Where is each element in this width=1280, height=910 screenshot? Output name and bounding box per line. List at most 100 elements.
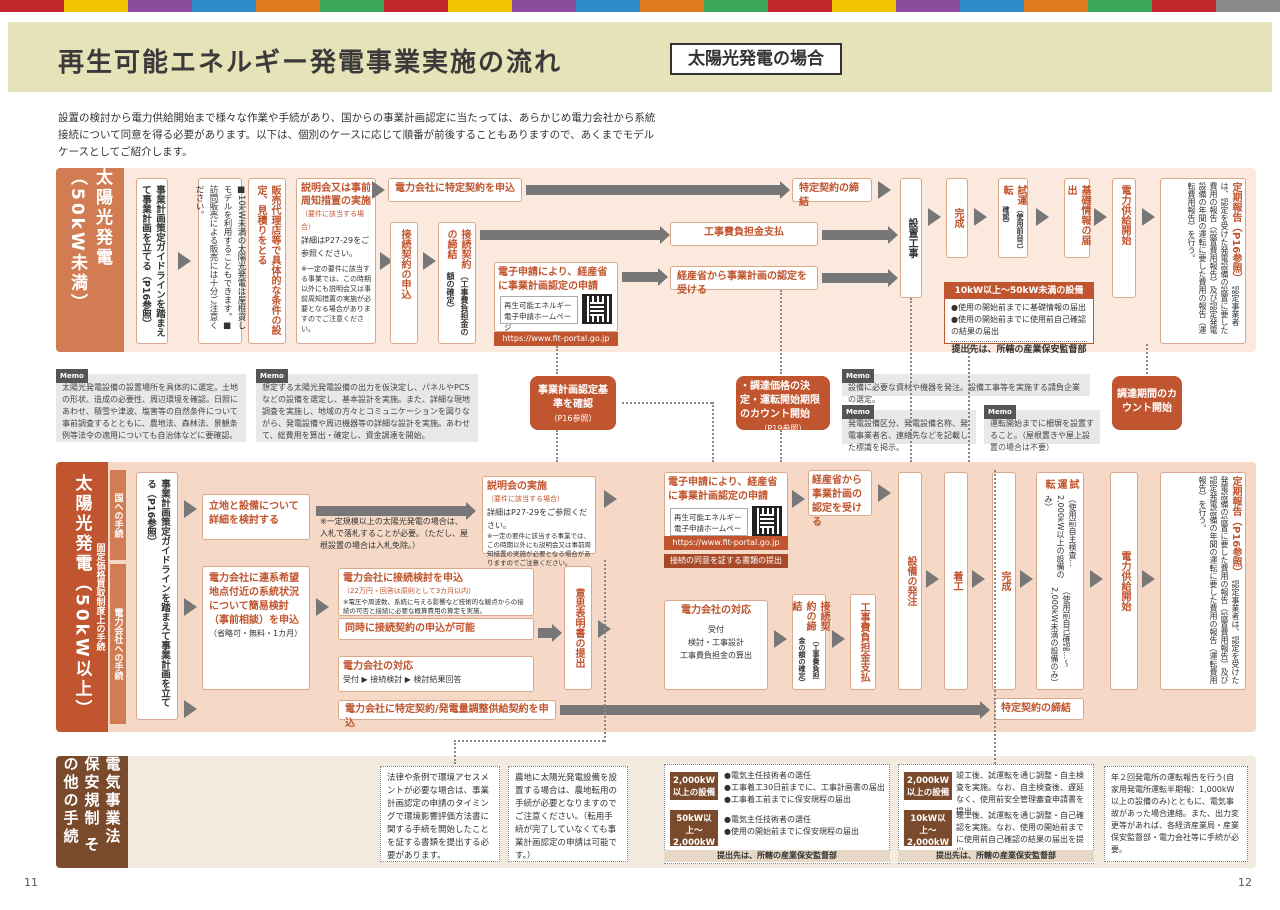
- long-arrow: [560, 701, 990, 719]
- basic-step-a: 基礎情報の届出: [1064, 178, 1090, 258]
- utility-label: 電力会社への手続: [110, 564, 126, 724]
- briefing-box-b: 説明会の実施 （要件に該当する場合） 詳細はP27-29をご参照ください。 ※一…: [482, 476, 596, 567]
- big-item-1: ●電気主任技術者の選任: [724, 771, 811, 780]
- arrow-icon: [928, 208, 941, 226]
- arrow-icon: [1036, 208, 1049, 226]
- portal-url-a[interactable]: https://www.fit-portal.go.jp: [494, 332, 618, 346]
- resp2-title: 電力会社の対応: [681, 605, 751, 616]
- dealer-step: 販売代理店等で具体的な条件の設定、見積りをとる: [248, 178, 286, 344]
- arrow-icon: [1020, 570, 1033, 588]
- order-step: 設備の発注: [898, 472, 922, 690]
- study-box: 電力会社に接続検討を申込 （22万円・回答は原則として3カ月以内） ※電圧や周波…: [338, 568, 534, 616]
- arrow-icon: [832, 630, 845, 648]
- short-arrow: [622, 268, 668, 286]
- note-head: 10kW以上〜50kW未満の設備: [945, 283, 1093, 299]
- case-tag: 太陽光発電の場合: [670, 43, 842, 75]
- page-number-right: 12: [1238, 876, 1252, 889]
- portal-label-b: 再生可能エネルギー電子申請ホームページ: [670, 508, 748, 544]
- resp2-box: 電力会社の対応 受付 検討・工事設計 工事費負担金の算出: [664, 600, 768, 690]
- color-segment: [192, 0, 256, 12]
- note-foot: 提出先は、所轄の産業保安監督部: [951, 341, 1087, 356]
- simul-step: 同時に接続契約の申込が可能: [338, 618, 534, 640]
- dotted-connector: [556, 346, 558, 374]
- color-segment: [576, 0, 640, 12]
- intro-text: 設置の検討から電力供給開始まで様々な作業や手続があり、国からの事業計画認定に当た…: [58, 112, 656, 158]
- color-segment: [0, 0, 64, 12]
- arrow-icon: [792, 490, 805, 508]
- portal-url-b[interactable]: https://www.fit-portal.go.jp: [664, 536, 788, 550]
- memo-design: Memo 想定する太陽光発電設備の出力を仮決定し、パネルやPCSなどの設備を選定…: [256, 369, 478, 442]
- qr-code-icon: [582, 294, 612, 324]
- briefing-ref-b: 詳細はP27-29をご参照ください。: [487, 508, 588, 530]
- color-segment: [1152, 0, 1216, 12]
- color-segment: [64, 0, 128, 12]
- arrow-icon: [1142, 570, 1155, 588]
- eapply-title-a: 電子申請により、経産省に事業計画認定の申請: [498, 267, 608, 292]
- special-done-b: 特定契約の締結: [994, 698, 1084, 720]
- memo-tag: Memo: [842, 369, 874, 383]
- qr-code-icon: [752, 506, 782, 536]
- tag-10-2000kw: 10kW以上〜2,000kW未満の設備: [904, 810, 952, 860]
- study-title: 電力会社に接続検討を申込: [343, 573, 463, 584]
- plan-step-b: 事業計画策定ガイドラインを踏まえて事業計画を立てる（P16参照）: [136, 472, 178, 720]
- color-segment: [768, 0, 832, 12]
- color-segment: [1216, 0, 1280, 12]
- study-sub: （22万円・回答は原則として3カ月以内）: [343, 587, 476, 595]
- dotted-connector: [604, 560, 606, 742]
- briefing-sub-a: （要件に該当する場合）: [301, 210, 364, 231]
- color-segment: [384, 0, 448, 12]
- memo-text: 設備に必要な資材や機器を発注。設備工事等を実施する請負企業の選定。: [848, 383, 1080, 404]
- page-title: 再生可能エネルギー発電事業実施の流れ: [58, 48, 563, 78]
- criteria-label: 事業計画認定基準を確認: [538, 385, 608, 410]
- mid-item-2: ●使用の開始前までに保安規程の届出: [724, 827, 859, 836]
- dotted-connector: [780, 290, 782, 374]
- consult-step: 電力会社に連系希望地点付近の系統状況について簡易検討（事前相談）を申込 （省略可…: [202, 566, 310, 690]
- supply-step-b: 電力供給開始: [1110, 472, 1138, 690]
- memo-tag: Memo: [842, 405, 874, 419]
- special-apply-a: 電力会社に特定契約を申込: [388, 178, 522, 202]
- resp-title: 電力会社の対応: [343, 661, 413, 672]
- color-segment: [256, 0, 320, 12]
- tag-50-2000kw: 50kW以上〜2,000kW未満の設備: [670, 810, 718, 860]
- law-env: 法律や条例で環境アセスメントが必要な場合は、事業計画認定の申請のタイミングで環境…: [380, 766, 500, 862]
- color-segment: [896, 0, 960, 12]
- site-step: 立地と設備について詳細を検討する: [202, 494, 310, 540]
- foot-1: 提出先は、所轄の産業保安監督部: [664, 850, 890, 862]
- briefing-sub-b: （要件に該当する場合）: [487, 495, 564, 503]
- briefing-ref-a: 詳細はP27-29をご参照ください。: [301, 236, 370, 258]
- report-box-a: 定期報告（P16参照） 認定事業者は、認定を受けた発電設備の設置に要した費用の報…: [1160, 178, 1246, 344]
- complete-step-a: 完成: [946, 178, 968, 258]
- dotted-connector: [454, 740, 456, 764]
- special-done-a: 特定契約の締結: [792, 178, 872, 208]
- mid-item-1: ●電気主任技術者の選任: [724, 815, 811, 824]
- memo-text: 想定する太陽光発電設備の出力を仮決定し、パネルやPCSなどの設備を選定し、基本設…: [262, 383, 470, 440]
- memo-text: 運転開始までに柵塀を設置すること。（屋根置きや屋上設置の場合は不要）: [990, 419, 1094, 452]
- report-title-a: 定期報告（P16参照）: [1230, 182, 1241, 284]
- report-box-b: 定期報告（P16参照） 認定事業者は、認定を受けた発電設備の設置に要した費用の報…: [1160, 472, 1246, 690]
- arrow-icon: [974, 208, 987, 226]
- note-line-2: ●使用の開始前までに使用前自己確認の結果の届出: [951, 315, 1086, 336]
- resp2-step-1: 受付: [708, 625, 724, 634]
- arrow-icon: [178, 252, 191, 270]
- arrow-icon: [878, 484, 891, 502]
- long-arrow: [480, 226, 670, 244]
- report-text-a: 認定事業者は、認定を受けた発電設備の設置に要した費用の報告（設置費用報告）及び認…: [1187, 182, 1240, 334]
- arrow-icon: [316, 598, 329, 616]
- color-bar: [0, 0, 1280, 12]
- resp2-step-3: 工事費負担金の算出: [680, 651, 752, 660]
- memo-tag: Memo: [984, 405, 1016, 419]
- start-step: 着工: [944, 472, 968, 690]
- annual-report: 年２回発電所の運転報告を行う(自家用発電所運転半期報：1,000kW以上の設備の…: [1104, 766, 1248, 862]
- dotted-connector: [994, 470, 996, 764]
- construct-step-a: 設置工事: [900, 178, 922, 298]
- trial-b: （使用前自己確認…〜2,000kW未満の設備のみ）: [1050, 586, 1071, 687]
- dotted-connector: [910, 298, 912, 462]
- dotted-connector: [1146, 344, 1148, 374]
- law-farm: 農地に太陽光発電設備を設置する場合は、農地転用の手続が必要となりますのでご注意く…: [508, 766, 628, 862]
- briefing-title-b: 説明会の実施: [487, 481, 547, 492]
- arrow-icon: [1094, 208, 1107, 226]
- page-number-left: 11: [24, 876, 38, 889]
- trial-step-a: 試運転 （使用前自己確認）: [998, 178, 1028, 258]
- mid-list: ●電気主任技術者の選任 ●使用の開始前までに保安規程の届出: [724, 814, 886, 838]
- bid-note: ※一定規模以上の太陽光発電の場合は、入札で落札することが必要。（ただし、屋根設置…: [320, 517, 468, 550]
